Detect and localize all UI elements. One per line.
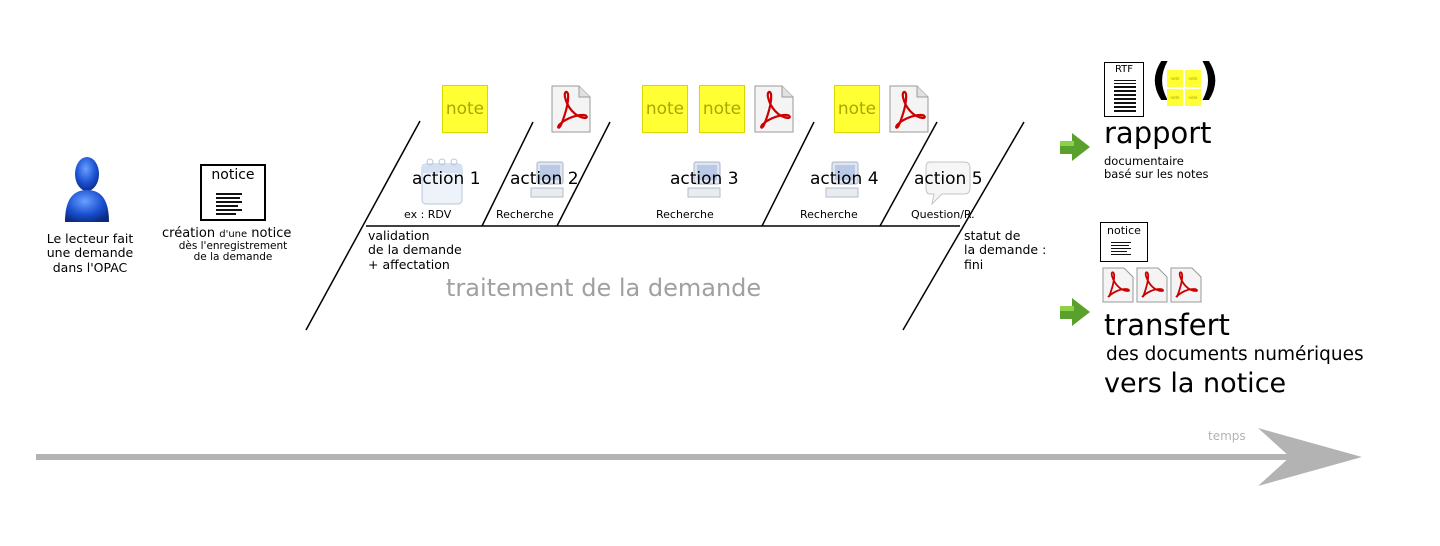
notice-creation-sub: dès l'enregistrement de la demande	[160, 241, 306, 262]
mini-note-4: note	[1185, 89, 1201, 106]
transfer-line-3: vers la notice	[1104, 368, 1287, 399]
rtf-document-icon: RTF	[1104, 62, 1144, 117]
notice-icon-label: notice	[211, 167, 255, 183]
pdf-icons-group	[1102, 267, 1202, 303]
green-arrow-transfer	[1060, 298, 1090, 326]
note-icon-action-3b: note	[699, 85, 745, 133]
processing-title: traitement de la demande	[446, 274, 762, 302]
report-sub: documentaire basé sur les notes	[1104, 154, 1209, 182]
pdf-icon-small-3	[1170, 267, 1202, 303]
paren-close: )	[1199, 54, 1220, 105]
action-4-sub: Recherche	[800, 208, 858, 221]
status-line-1: statut de	[964, 228, 1021, 243]
timeline-bar	[36, 454, 1296, 460]
green-arrow-report	[1060, 133, 1090, 161]
computer-icon-action-2	[530, 161, 564, 198]
mini-note-2: note	[1185, 70, 1201, 87]
status-text: statut de la demande : fini	[964, 228, 1047, 272]
start-boundary-line	[305, 120, 421, 331]
validation-line-3: + affectation	[368, 256, 450, 272]
reader-label-line-1: Le lecteur fait	[46, 231, 134, 246]
mini-notes-group: note note note note	[1167, 70, 1201, 106]
validation-line-1: validation	[368, 228, 430, 243]
separator-line-1	[481, 121, 534, 227]
notice-small-label: notice	[1107, 224, 1141, 237]
rtf-label: RTF	[1114, 64, 1134, 75]
action-1-sub: ex : RDV	[404, 208, 452, 221]
note-icon-action-3a: note	[642, 85, 688, 133]
action-5-label: action 5	[914, 169, 983, 189]
note-icon-action-4: note	[834, 85, 880, 133]
report-sub-line-1: documentaire	[1104, 154, 1184, 168]
action-2-sub: Recherche	[496, 208, 554, 221]
paren-open: (	[1151, 54, 1172, 105]
computer-icon-action-4	[825, 161, 859, 198]
transfer-line-2: des documents numériques	[1106, 344, 1364, 365]
notice-creation-line-2: dès l'enregistrement	[178, 240, 288, 252]
notice-document-icon: notice	[200, 164, 266, 221]
word-creation: création	[162, 226, 216, 241]
validation-line-2: de la demande	[368, 242, 462, 258]
pdf-icon-action-3	[754, 85, 794, 133]
status-line-3: fini	[964, 256, 984, 272]
action-3-label: action 3	[670, 169, 739, 189]
reader-label-line-2: une demande	[46, 245, 134, 261]
calendar-icon	[421, 158, 463, 205]
separator-line-4	[879, 121, 938, 227]
speech-bubble-icon	[925, 161, 971, 206]
timeline-arrowhead	[1258, 428, 1362, 486]
action-5-sub: Question/R.	[911, 208, 975, 221]
mini-note-1: note	[1167, 70, 1183, 87]
transfer-title: transfert	[1104, 308, 1230, 342]
word-dune: d'une	[219, 229, 248, 240]
word-notice: notice	[251, 226, 292, 241]
notice-creation-line-1: création d'une notice	[162, 226, 292, 242]
pdf-icon-action-4	[889, 85, 929, 133]
reader-label: Le lecteur fait une demande dans l'OPAC	[38, 231, 142, 275]
mini-note-3: note	[1167, 89, 1183, 106]
action-1-label: action 1	[412, 169, 481, 189]
note-icon-action-1: note	[442, 85, 488, 133]
pdf-icon-action-2	[551, 85, 591, 133]
action-4-label: action 4	[810, 169, 879, 189]
validation-text: validation de la demande + affectation	[368, 228, 462, 272]
notice-creation-line-3: de la demande	[193, 250, 273, 263]
reader-label-line-3: dans l'OPAC	[52, 259, 128, 275]
computer-icon-action-3	[687, 161, 721, 198]
separator-line-3	[761, 121, 815, 227]
action-3-sub: Recherche	[656, 208, 714, 221]
end-boundary-line	[902, 121, 1025, 331]
pdf-icon-small-2	[1136, 267, 1168, 303]
timeline-label: temps	[1208, 429, 1246, 443]
report-title: rapport	[1104, 116, 1212, 150]
report-sub-line-2: basé sur les notes	[1104, 167, 1209, 182]
action-2-label: action 2	[510, 169, 579, 189]
user-icon	[65, 157, 109, 222]
separator-line-2	[556, 121, 611, 227]
status-line-2: la demande :	[964, 242, 1047, 258]
pdf-icon-small-1	[1102, 267, 1134, 303]
notice-small-icon: notice	[1100, 222, 1148, 262]
